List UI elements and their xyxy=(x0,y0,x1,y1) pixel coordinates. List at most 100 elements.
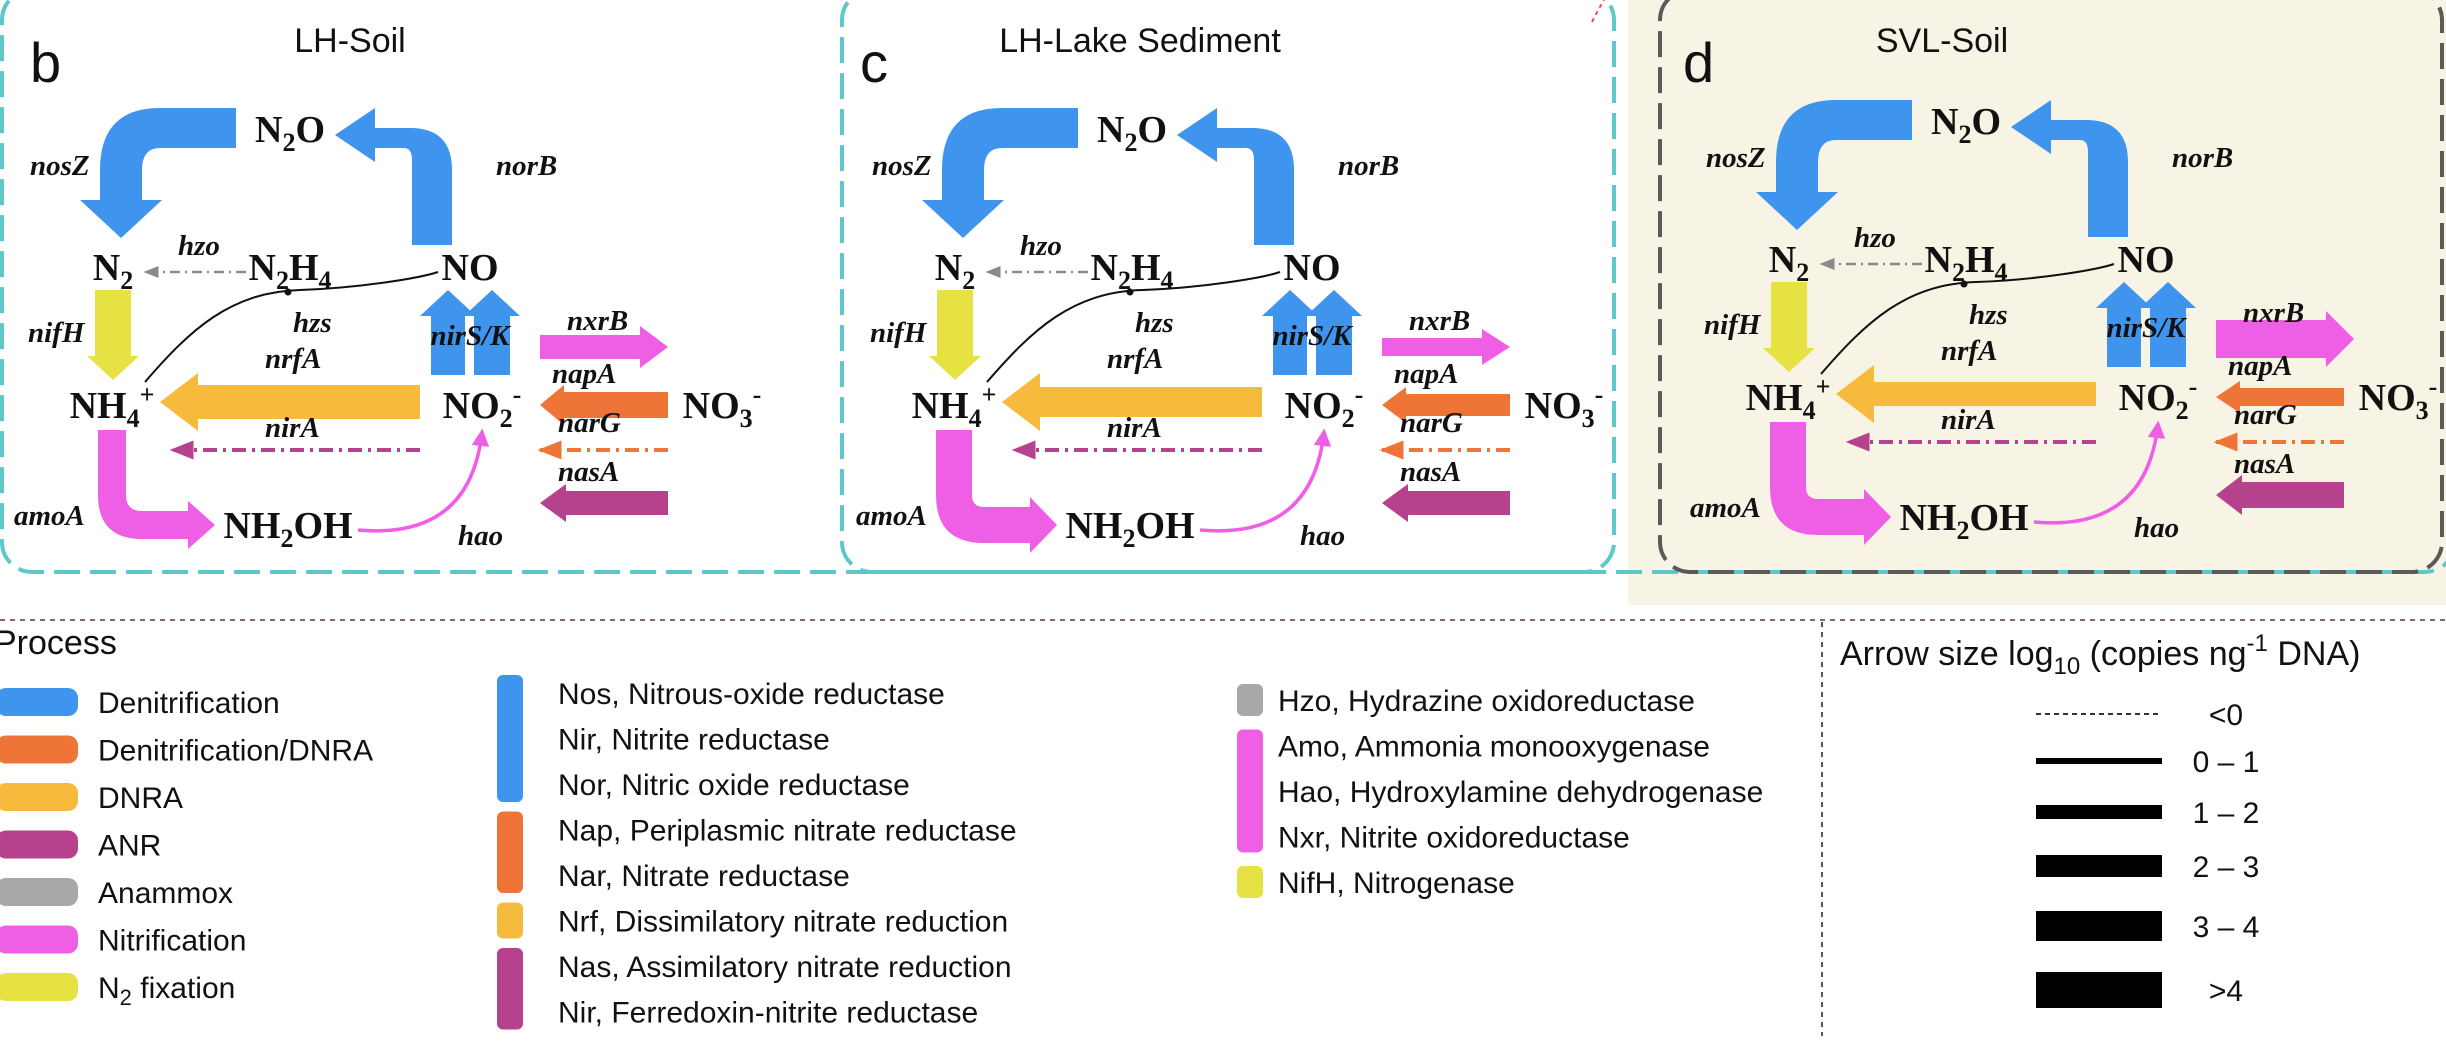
norB-arrow xyxy=(1177,108,1294,245)
no3-label-base: NO xyxy=(2359,377,2416,419)
no2-label: NO2- xyxy=(1285,380,1364,433)
nh2oh-label-sub: 2 xyxy=(280,524,293,553)
no3-label: NO3- xyxy=(2359,372,2438,425)
process-label-text: ANR xyxy=(98,830,161,863)
panel-letter: b xyxy=(30,31,61,94)
nh2oh-label-base: NH xyxy=(1065,505,1122,547)
arrow-size-swatch xyxy=(2036,805,2162,819)
nirS-arrow xyxy=(2096,282,2152,367)
no3-label-sub: 3 xyxy=(740,404,753,433)
enzyme-label: Nas, Assimilatory nitrate reduction xyxy=(558,951,1012,984)
nirA-label: nirA xyxy=(265,412,320,444)
napA-arrow xyxy=(540,385,668,425)
arrow-size-title: Arrow size log10 (copies ng-1 DNA) xyxy=(1840,630,2360,680)
nh4-label-sub: 4 xyxy=(1803,396,1816,425)
n2o-label-base: N xyxy=(1931,101,1958,143)
no3-label-sup: - xyxy=(1595,380,1604,409)
nh4-label: NH4+ xyxy=(70,380,155,433)
hzs-dot xyxy=(1960,280,1968,288)
process-label: Denitrification xyxy=(98,687,280,720)
nirA-label: nirA xyxy=(1107,412,1162,444)
no2-label: NO2- xyxy=(2119,372,2198,425)
amoA-arrow xyxy=(1770,422,1891,545)
nirK-arrow xyxy=(1306,290,1362,375)
panel-letter: d xyxy=(1683,31,1714,94)
nirK-arrow xyxy=(2140,282,2196,367)
nxrB-label: nxrB xyxy=(567,305,628,337)
arrow-size-swatch xyxy=(2036,911,2162,941)
nh2oh-label-sub: 2 xyxy=(1122,524,1135,553)
norB-label: norB xyxy=(496,150,557,182)
n2-label-sub: 2 xyxy=(120,266,133,295)
nasA-label: nasA xyxy=(558,456,619,488)
no2-label-sub: 2 xyxy=(1342,404,1355,433)
nirK-arrow xyxy=(464,290,520,375)
n2o-label-base: N xyxy=(255,109,282,151)
nasA-arrow xyxy=(1382,484,1510,522)
nh2oh-label-tail: OH xyxy=(1969,497,2028,539)
no2-label-base: NO xyxy=(443,385,500,427)
arrow-size-title-post: DNA) xyxy=(2268,635,2361,673)
nasA-arrow xyxy=(2216,475,2344,515)
nifH-label: nifH xyxy=(870,317,928,349)
hzo-label: hzo xyxy=(1854,222,1896,254)
n2-label-sub: 2 xyxy=(962,266,975,295)
enzyme-label: Nir, Ferredoxin-nitrite reductase xyxy=(558,997,978,1030)
n2o-label-sub: 2 xyxy=(1958,120,1971,149)
legend: ProcessDenitrificationDenitrification/DN… xyxy=(0,619,2446,1036)
nifH-arrow xyxy=(87,290,139,380)
nasA-arrow xyxy=(540,484,668,522)
hao-arrow xyxy=(357,428,490,533)
n2-label-base: N xyxy=(93,247,120,289)
panel-title: LH-Soil xyxy=(294,22,405,60)
enzyme-label: Nir, Nitrite reductase xyxy=(558,724,830,757)
nh2oh-label-tail: OH xyxy=(1135,505,1194,547)
nh4-label-sup: + xyxy=(140,380,155,409)
no2-label-sub: 2 xyxy=(500,404,513,433)
nifH-label: nifH xyxy=(1704,309,1762,341)
hao-label: hao xyxy=(458,520,503,552)
enzyme-label: Nor, Nitric oxide reductase xyxy=(558,769,910,802)
process-label: ANR xyxy=(98,830,161,863)
amoA-label: amoA xyxy=(856,500,927,532)
no-label-base: NO xyxy=(2118,239,2175,281)
narG-label: narG xyxy=(2234,399,2297,431)
enzyme-group-bar xyxy=(1237,684,1263,716)
n2h4-label: N2H4 xyxy=(248,247,331,295)
n2-label: N2 xyxy=(93,247,133,295)
arrow-size-label: 1 – 2 xyxy=(2193,797,2260,830)
n2o-label-sub: 2 xyxy=(282,128,295,157)
no3-label-base: NO xyxy=(683,385,740,427)
enzyme-label: Nrf, Dissimilatory nitrate reduction xyxy=(558,906,1008,939)
n2h4-label-sub2: 4 xyxy=(319,266,332,295)
nrfA-label: nrfA xyxy=(1941,335,1997,367)
norB-label: norB xyxy=(1338,150,1399,182)
hzs-dot xyxy=(1126,288,1134,296)
napA-label: napA xyxy=(1394,358,1458,390)
no-label: NO xyxy=(1284,247,1341,289)
enzyme-label: Nap, Periplasmic nitrate reductase xyxy=(558,815,1017,848)
no2-label-sub: 2 xyxy=(2176,396,2189,425)
amoA-label: amoA xyxy=(1690,492,1761,524)
arrow-size-label: 0 – 1 xyxy=(2193,746,2260,779)
nh2oh-label-sub: 2 xyxy=(1956,516,1969,545)
nh4-label: NH4+ xyxy=(1746,372,1831,425)
nasA-label: nasA xyxy=(1400,456,1461,488)
arrow-size-title-sub: 10 xyxy=(2054,653,2081,680)
panel-border xyxy=(1658,0,2444,574)
nrfA-arrow xyxy=(160,373,420,431)
n2-label-base: N xyxy=(935,247,962,289)
nifH-label: nifH xyxy=(28,317,86,349)
nh4-label-base: NH xyxy=(912,385,969,427)
n2h4-label-sub: 2 xyxy=(1118,266,1131,295)
nirS-arrow xyxy=(1262,290,1318,375)
nh4-label-base: NH xyxy=(70,385,127,427)
no2-label-base: NO xyxy=(2119,377,2176,419)
process-label-text: N xyxy=(98,972,120,1005)
nh2oh-label: NH2OH xyxy=(223,505,352,553)
n2h4-label-sub: 2 xyxy=(276,266,289,295)
